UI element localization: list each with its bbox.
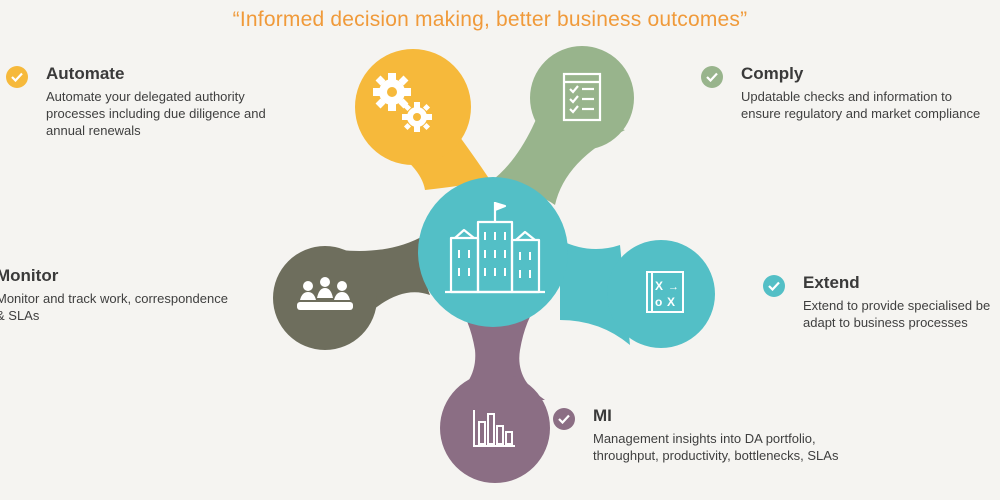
- extend-circle: [607, 240, 715, 348]
- automate-petal: [355, 49, 490, 190]
- mi-connector: [450, 300, 545, 400]
- checklist-icon: [562, 72, 602, 122]
- extend-petal: [560, 240, 715, 348]
- feature-title: Extend: [803, 273, 860, 292]
- strategy-board-icon: X → o X: [646, 271, 684, 313]
- extend-connector: [560, 240, 630, 345]
- feature-title: MI: [593, 406, 612, 425]
- feature-title: Monitor: [0, 266, 59, 285]
- svg-text:X: X: [667, 295, 675, 309]
- check-circle-icon: [701, 66, 723, 88]
- group-meeting-icon: [297, 277, 353, 310]
- mi-petal: [440, 300, 550, 483]
- monitor-petal: [273, 235, 430, 350]
- automate-circle: [355, 49, 471, 165]
- feature-description: Monitor and track work, correspondence &…: [0, 291, 228, 323]
- feature-description: Extend to provide specialised be adapt t…: [803, 298, 991, 330]
- svg-text:X: X: [655, 279, 663, 293]
- feature-mi: MI Management insights into DA portfolio…: [553, 406, 873, 476]
- check-circle-icon: [553, 408, 575, 430]
- feature-description: Management insights into DA portfolio, t…: [593, 431, 839, 463]
- feature-description: Automate your delegated authority proces…: [46, 89, 266, 138]
- center-circle: [418, 177, 568, 327]
- check-circle-icon: [6, 66, 28, 88]
- building-flag-icon: [445, 201, 545, 294]
- svg-text:→: →: [668, 281, 679, 293]
- svg-text:o: o: [655, 295, 662, 309]
- feature-extend: Extend Extend to provide specialised be …: [763, 273, 1000, 343]
- feature-automate: Automate Automate your delegated authori…: [6, 64, 306, 144]
- check-circle-icon: [763, 275, 785, 297]
- bar-chart-icon: [473, 410, 515, 447]
- feature-monitor: Monitor Monitor and track work, correspo…: [0, 266, 260, 336]
- feature-comply: Comply Updatable checks and information …: [701, 64, 1000, 144]
- gears-icon: [373, 73, 432, 132]
- feature-description: Updatable checks and information to ensu…: [741, 89, 981, 121]
- feature-title: Comply: [741, 64, 804, 83]
- headline: “Informed decision making, better busine…: [232, 8, 748, 31]
- feature-title: Automate: [46, 64, 125, 83]
